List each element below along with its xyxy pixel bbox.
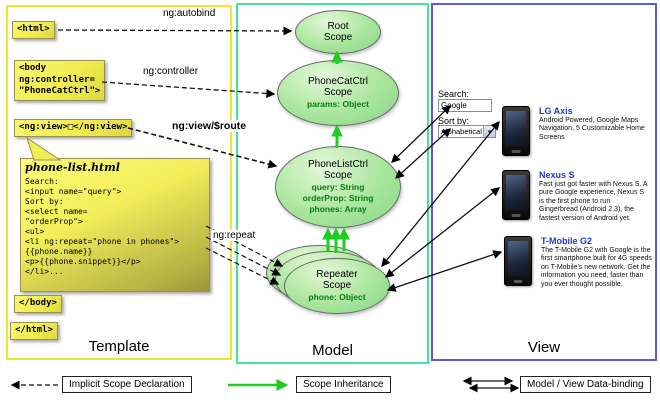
phone-list-filename: phone-list.html (25, 161, 120, 174)
phonecatctrl-scope-title: PhoneCatCtrl Scope (307, 75, 369, 98)
code-line: <li ng:repeat="phone in phones"> (25, 237, 180, 247)
template-panel-label: Template (88, 338, 150, 355)
phone-list-item: Nexus S Fast just got faster with Nexus … (502, 170, 651, 223)
legend-implicit-scope-declaration: Implicit Scope Declaration (62, 376, 192, 393)
search-label: Search: (438, 89, 470, 99)
chevron-down-icon: ▾ (483, 126, 495, 137)
model-panel-label: Model (312, 342, 353, 359)
scope-property: orderProp: String (302, 193, 374, 204)
html-close-tag-box: </html> (10, 322, 58, 340)
code-line: Search: (25, 177, 59, 187)
body-open-line: ng:controller= (19, 74, 95, 85)
repeater-scope-title: Repeater Scope (316, 268, 358, 291)
scope-property: phone: Object (308, 292, 366, 303)
code-line: <p>{{phone.snippet}}</p> (25, 257, 141, 267)
scope-property: query: String (311, 182, 365, 193)
view-panel-label: View (527, 339, 561, 356)
code-line: <input name="query"> (25, 187, 122, 197)
phone-button (511, 150, 521, 153)
phone-button (511, 214, 521, 217)
code-line: {{phone.name}} (25, 247, 93, 257)
root-scope-title: Root Scope (323, 20, 353, 43)
body-open-line: "PhoneCatCtrl"> (19, 86, 101, 97)
phone-name-link[interactable]: LG Axis (539, 106, 573, 116)
ng-repeat-label: ng:repeat (211, 230, 258, 241)
code-line: <ul> (25, 227, 45, 237)
phone-screen (508, 241, 528, 276)
ng-view-tag-box: <ng:view>□</ng:view> (14, 119, 133, 137)
phone-screen (506, 111, 526, 146)
phone-description: Android Powered, Google Maps Navigation,… (539, 117, 645, 141)
ng-view-route-label: ng:view/$route (170, 120, 249, 132)
ng-controller-label: ng:controller (141, 66, 201, 77)
scope-property: phones: Array (309, 204, 367, 215)
phonelistctrl-scope-title: PhoneListCtrl Scope (307, 158, 369, 181)
phone-screen (506, 175, 526, 210)
code-line: "orderProp"> (25, 217, 83, 227)
code-line: Sort by: (25, 197, 64, 207)
phone-description: Fast just got faster with Nexus S. A pur… (539, 181, 648, 222)
root-scope-ellipse: Root Scope (295, 10, 381, 54)
legend-model-view-data-binding: Model / View Data-binding (520, 376, 651, 393)
ng-autobind-label: ng:autobind (161, 8, 218, 19)
phone-image (502, 106, 530, 156)
phone-image (502, 170, 530, 220)
search-input[interactable] (438, 99, 492, 112)
phonecatctrl-scope-ellipse: PhoneCatCtrl Scope params: Object (277, 60, 399, 126)
phone-button (513, 280, 523, 283)
html-open-tag-box: <html> (12, 21, 55, 39)
phone-list-template-box: phone-list.html Search: <input name="que… (20, 158, 210, 292)
repeater-scope-ellipse-front: Repeater Scope phone: Object (284, 258, 390, 314)
body-close-tag-box: </body> (14, 295, 62, 313)
phone-list-item: LG Axis Android Powered, Google Maps Nav… (502, 106, 651, 156)
template-panel: Template (6, 5, 232, 360)
sort-select-value: Alphabetical (441, 127, 482, 136)
code-line: </li>... (25, 267, 64, 277)
phone-image (504, 236, 532, 286)
phone-description: The T-Mobile G2 with Google is the first… (541, 247, 652, 288)
body-open-tag-box: <body ng:controller= "PhoneCatCtrl"> (14, 60, 106, 102)
body-open-line: <body (19, 63, 47, 73)
code-line: <select name= (25, 207, 88, 217)
scope-property: params: Object (307, 99, 369, 110)
legend-scope-inheritance: Scope Inheritance (296, 376, 391, 393)
phonelistctrl-scope-ellipse: PhoneListCtrl Scope query: String orderP… (275, 146, 401, 228)
sort-select[interactable]: Alphabetical ▾ (438, 125, 496, 138)
phone-name-link[interactable]: T-Mobile G2 (541, 236, 593, 246)
phone-name-link[interactable]: Nexus S (539, 170, 575, 180)
phone-list-item: T-Mobile G2 The T-Mobile G2 with Google … (504, 236, 653, 289)
